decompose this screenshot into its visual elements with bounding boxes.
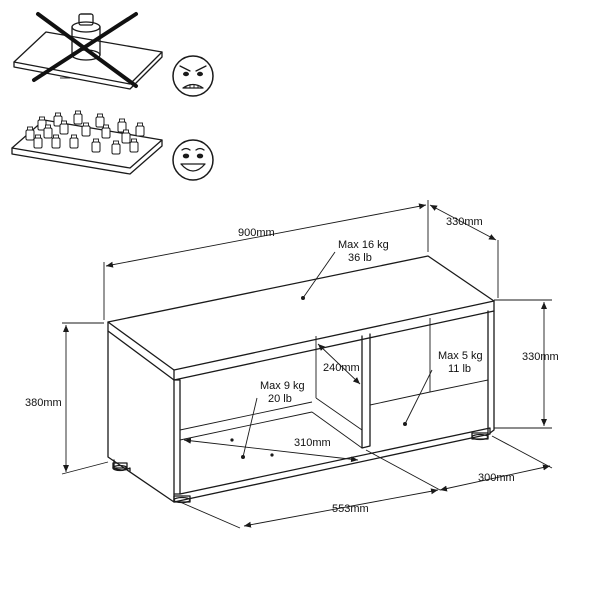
right-load-line1: Max 5 kg [438, 350, 483, 362]
weight-jar-icon [73, 110, 83, 125]
concentrated-load-illustration [13, 13, 163, 90]
weight-jar-icon [37, 116, 47, 131]
weight-jar-icon [53, 112, 63, 127]
weight-jar-icon [51, 134, 61, 149]
weight-jar-icon [101, 124, 111, 139]
inner-depth-label: 240mm [323, 362, 360, 374]
top-load-line1: Max 16 kg [338, 239, 389, 251]
weight-jar-icon [59, 120, 69, 135]
cross-out-icon [32, 12, 138, 88]
left-bay-width-label: 553mm [332, 503, 369, 515]
load-markers [241, 251, 433, 459]
depth-top-label: 330mm [446, 216, 483, 228]
left-load-line2: 20 lb [268, 393, 292, 405]
shelf-width-label: 310mm [294, 437, 331, 449]
happy-face-icon [172, 139, 214, 181]
height-label: 380mm [25, 397, 62, 409]
weight-jar-icon [129, 138, 139, 153]
distributed-load-illustration [11, 110, 163, 175]
weight-jar-icon [117, 118, 127, 133]
weight-jar-icon [135, 122, 145, 137]
angry-face-icon [172, 55, 214, 97]
weight-jar-icon [111, 140, 121, 155]
weight-jar-icon [33, 134, 43, 149]
weight-jar-icon [121, 129, 131, 144]
weight-jar-icon [43, 124, 53, 139]
right-load-line2: 11 lb [448, 363, 471, 375]
left-load-line1: Max 9 kg [260, 380, 305, 392]
inner-height-label: 330mm [522, 351, 559, 363]
labels: 900mm 330mm 380mm 330mm 240mm 310mm 553m… [25, 216, 559, 515]
weight-jar-icon [95, 113, 105, 128]
weight-jar-icon [69, 134, 79, 149]
right-bay-depth-label: 300mm [478, 472, 515, 484]
weight-jar-icon [81, 122, 91, 137]
weight-jar-icon [91, 138, 101, 153]
dimension-lines [61, 200, 553, 529]
top-load-line2: 36 lb [348, 252, 372, 264]
weight-jar-icon [25, 126, 35, 141]
width-label: 900mm [238, 227, 275, 239]
